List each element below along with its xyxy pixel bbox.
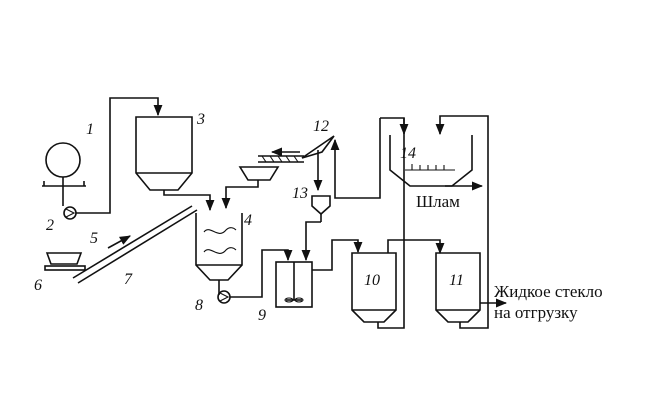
settler-14 [330, 117, 484, 199]
filter-13 [301, 195, 331, 262]
reactor-4 [195, 213, 243, 295]
product-label-line1: Жидкое стекло [494, 282, 603, 301]
hopper-3 [135, 116, 215, 212]
label-3: 3 [196, 111, 205, 128]
tank-11 [435, 115, 508, 329]
scale-5-6 [44, 252, 86, 271]
label-8: 8 [195, 297, 203, 314]
tank-1 [42, 142, 86, 206]
label-1: 1 [86, 121, 94, 138]
sludge-label: Шлам [416, 192, 460, 211]
conveyor-7 [72, 205, 198, 284]
label-13: 13 [292, 185, 308, 202]
label-14: 14 [400, 145, 416, 162]
tank-10 [351, 118, 445, 329]
label-12: 12 [313, 118, 329, 135]
screw-feeder-12 [221, 135, 335, 210]
label-10: 10 [364, 272, 380, 289]
label-6: 6 [34, 277, 42, 294]
label-11: 11 [449, 272, 464, 289]
label-7: 7 [124, 271, 133, 288]
product-label-line2: на отгрузку [494, 303, 578, 322]
mixer-tank-9 [275, 239, 363, 308]
label-9: 9 [258, 307, 266, 324]
label-2: 2 [46, 217, 54, 234]
pump-2 [63, 97, 163, 220]
pump-8 [217, 249, 293, 304]
label-4: 4 [244, 212, 252, 229]
label-5: 5 [90, 230, 98, 247]
